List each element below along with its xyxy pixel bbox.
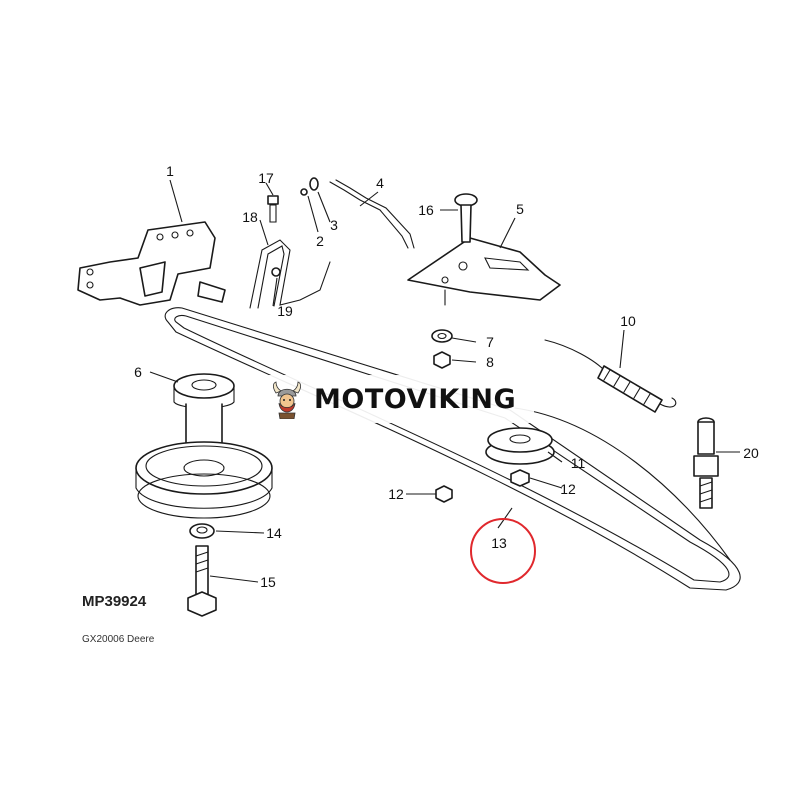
callout-4: 4: [376, 175, 384, 191]
callout-11: 11: [571, 455, 586, 471]
watermark: MOTOVIKING: [262, 375, 534, 423]
callout-17: 17: [258, 170, 274, 186]
part-12-nut-right: [510, 469, 530, 487]
part-7-washer: [431, 329, 453, 343]
callout-13: 13: [491, 535, 507, 551]
callout-19: 19: [277, 303, 293, 319]
part-5-idler-plate: [407, 237, 561, 306]
callout-3: 3: [330, 217, 338, 233]
part-20-stud: [693, 417, 719, 509]
callout-6: 6: [134, 364, 142, 380]
part-11-idler-pulley: [485, 427, 555, 465]
callout-20: 20: [743, 445, 759, 461]
callout-1: 1: [166, 163, 174, 179]
figure-id: MP39924: [82, 593, 147, 610]
watermark-text: MOTOVIKING: [314, 383, 517, 415]
image-credit: GX20006 Deere: [82, 634, 155, 645]
part-16-bolt: [454, 193, 478, 243]
callout-12-left: 12: [388, 486, 404, 502]
callout-10: 10: [620, 313, 636, 329]
callout-12-right: 12: [560, 481, 576, 497]
callout-5: 5: [516, 201, 524, 217]
part-15-bolt: [187, 545, 217, 617]
viking-mascot-icon: [272, 381, 302, 419]
part-6-pulley: [135, 373, 273, 519]
callout-16: 16: [418, 202, 434, 218]
callout-2: 2: [316, 233, 324, 249]
part-14-nut: [189, 523, 215, 539]
part-1-bracket: [77, 221, 226, 306]
callout-18: 18: [242, 209, 258, 225]
callout-15: 15: [260, 574, 276, 590]
callout-14: 14: [266, 525, 282, 541]
highlight-circle: [470, 518, 536, 584]
part-12-nut-left: [435, 485, 453, 503]
callout-7: 7: [486, 334, 494, 350]
part-10-spring: [544, 339, 677, 413]
part-8-nut: [433, 351, 451, 369]
part-4-rod: [300, 177, 415, 249]
callout-8: 8: [486, 354, 494, 370]
leader-lines: [149, 179, 740, 583]
part-18-wire-bracket: [249, 195, 331, 309]
